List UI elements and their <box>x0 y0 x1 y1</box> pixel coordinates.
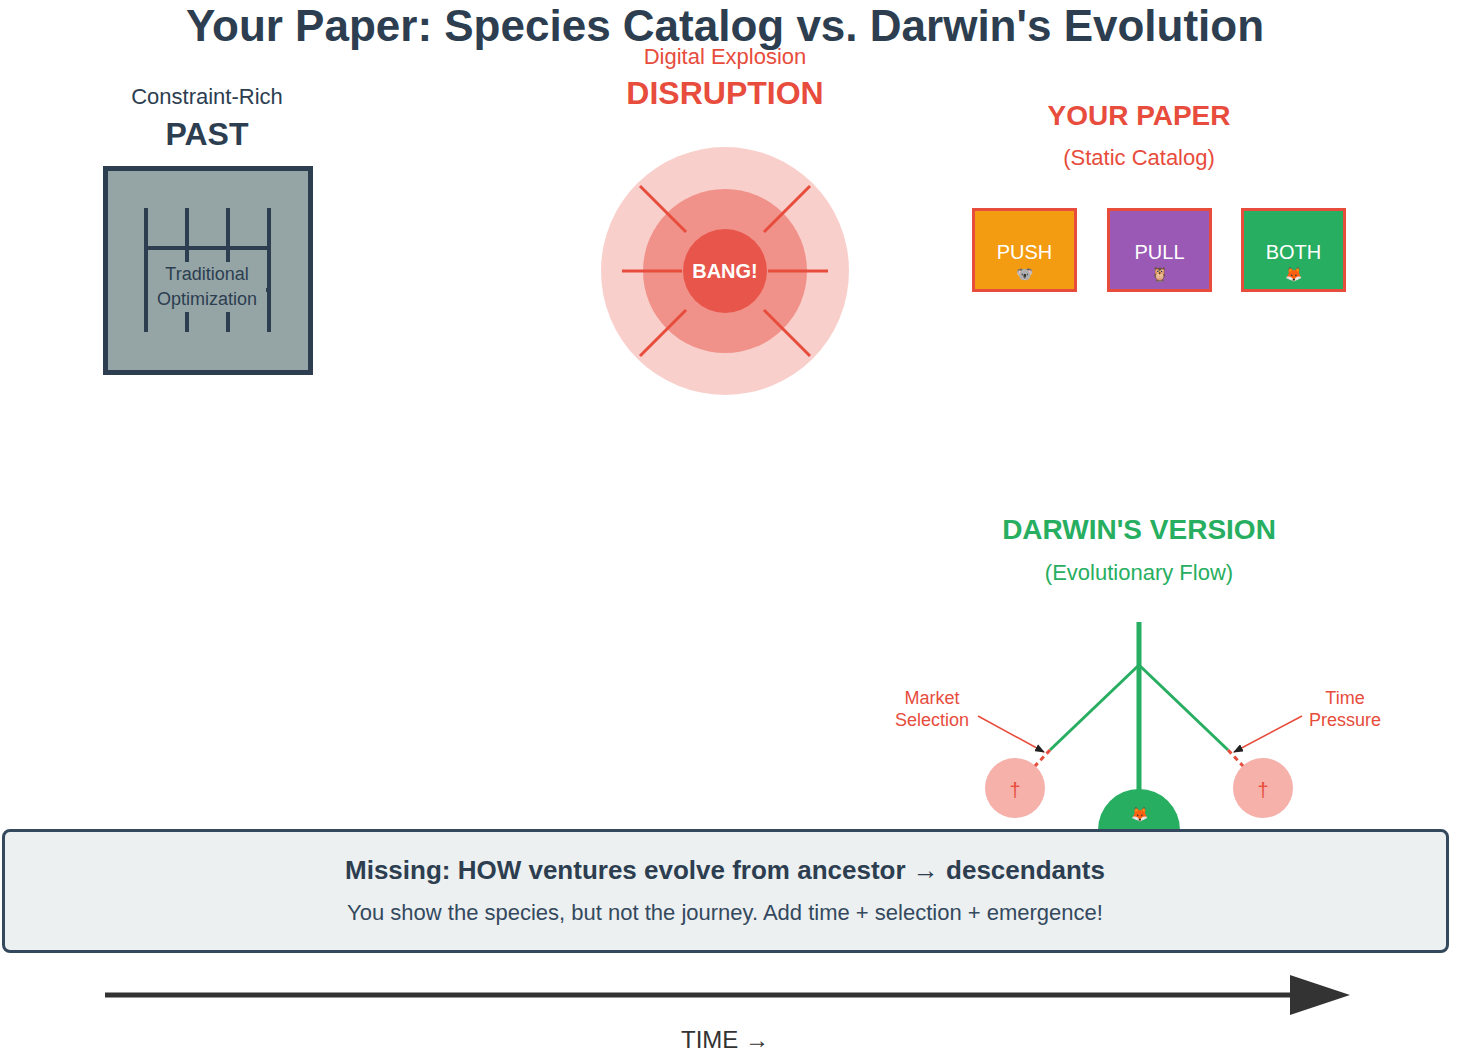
extinct-branch <box>1228 750 1243 766</box>
text-slot: 🦉 <box>1151 266 1168 283</box>
text-slot: Time Pressure <box>1299 688 1391 731</box>
grid-icon <box>146 208 269 332</box>
blast-ray <box>768 270 828 273</box>
text-slot: 🐨 <box>1016 266 1033 283</box>
species-box: BOTH 🦊 <box>1241 208 1346 292</box>
text-slot: You show the species, but not the journe… <box>347 900 1103 926</box>
species-box: PUSH 🐨 <box>972 208 1077 292</box>
text-slot: † <box>1009 778 1020 802</box>
grid-line <box>185 208 189 332</box>
box-label: PUSH <box>997 240 1053 264</box>
text-slot: 🦊 <box>1131 806 1148 823</box>
blast-core <box>683 229 767 313</box>
text-slot: BANG! <box>692 259 758 283</box>
section-heading: PAST <box>166 115 249 153</box>
axis-label: TIME → <box>681 1026 769 1055</box>
blast-ray <box>764 310 810 356</box>
leader-line <box>978 716 1044 752</box>
tree-branch <box>1050 665 1139 750</box>
tree-trunk <box>1137 622 1142 796</box>
dagger-symbol: † <box>1257 778 1268 802</box>
text-slot: Market Selection <box>886 688 978 731</box>
text-slot: PUSH <box>997 240 1053 264</box>
time-axis <box>105 993 1295 998</box>
callout-label: Time Pressure <box>1299 688 1391 731</box>
diagram-title: Your Paper: Species Catalog vs. Darwin's… <box>186 4 1264 48</box>
dagger-symbol: † <box>1009 778 1020 802</box>
tree-branch <box>1139 665 1228 750</box>
box-label: PULL <box>1134 240 1184 264</box>
species-box: PULL 🦉 <box>1107 208 1212 292</box>
blast-ray <box>622 270 682 273</box>
grid-line <box>146 246 269 250</box>
leader-line <box>1234 716 1302 752</box>
text-slot: Traditional Optimization <box>148 262 266 312</box>
note-body: You show the species, but not the journe… <box>347 900 1103 926</box>
text-slot: DARWIN'S VERSION <box>1002 513 1276 547</box>
section-heading: DISRUPTION <box>626 74 823 112</box>
text-slot: (Evolutionary Flow) <box>1045 560 1233 586</box>
text-slot: Constraint-Rich <box>131 84 283 110</box>
animal-icon: 🐨 <box>1016 266 1033 283</box>
animal-icon: 🦊 <box>1131 806 1148 823</box>
extinct-branch <box>1035 750 1050 766</box>
past-box: Constraint-RichPASTTraditional Optimizat… <box>103 166 313 375</box>
grid-line <box>146 288 269 292</box>
note-heading: Missing: HOW ventures evolve from ancest… <box>345 855 1105 886</box>
extinct-circle: † <box>985 758 1045 818</box>
evolution-tree <box>1035 622 1243 796</box>
text-slot: Digital Explosion <box>644 44 807 70</box>
grid-line <box>226 208 230 332</box>
explosion-circle: Digital ExplosionDISRUPTIONBANG! <box>600 146 850 396</box>
section-heading: DARWIN'S VERSION <box>1002 513 1276 547</box>
time-axis-head <box>1290 975 1350 1015</box>
extinct-circle: † <box>1233 758 1293 818</box>
blast-ring <box>601 147 849 395</box>
section-subtitle: Digital Explosion <box>644 44 807 70</box>
section-heading: YOUR PAPER <box>1047 99 1230 133</box>
animal-icon: 🦊 <box>1285 266 1302 283</box>
section-subtitle: Constraint-Rich <box>131 84 283 110</box>
text-slot: (Static Catalog) <box>1063 145 1215 171</box>
text-slot: PULL <box>1134 240 1184 264</box>
text-slot: DISRUPTION <box>626 74 823 112</box>
text-slot: Missing: HOW ventures evolve from ancest… <box>345 855 1105 886</box>
blast-ray <box>640 310 686 356</box>
text-slot: PAST <box>166 115 249 153</box>
note-panel: Missing: HOW ventures evolve from ancest… <box>2 829 1449 953</box>
section-subtitle: (Evolutionary Flow) <box>1045 560 1233 586</box>
section-subtitle: (Static Catalog) <box>1063 145 1215 171</box>
grid-line <box>144 208 148 332</box>
blast-ray <box>640 186 686 232</box>
explosion-label: BANG! <box>692 259 758 283</box>
box-label: BOTH <box>1266 240 1322 264</box>
text-slot: BOTH <box>1266 240 1322 264</box>
grid-line <box>267 208 271 332</box>
box-label: Traditional Optimization <box>148 262 266 312</box>
text-slot: Your Paper: Species Catalog vs. Darwin's… <box>186 4 1264 48</box>
blast-ray <box>764 186 810 232</box>
text-slot: TIME → <box>681 1026 769 1055</box>
text-slot: 🦊 <box>1285 266 1302 283</box>
animal-icon: 🦉 <box>1151 266 1168 283</box>
text-slot: † <box>1257 778 1268 802</box>
callout-label: Market Selection <box>886 688 978 731</box>
text-slot: YOUR PAPER <box>1047 99 1230 133</box>
